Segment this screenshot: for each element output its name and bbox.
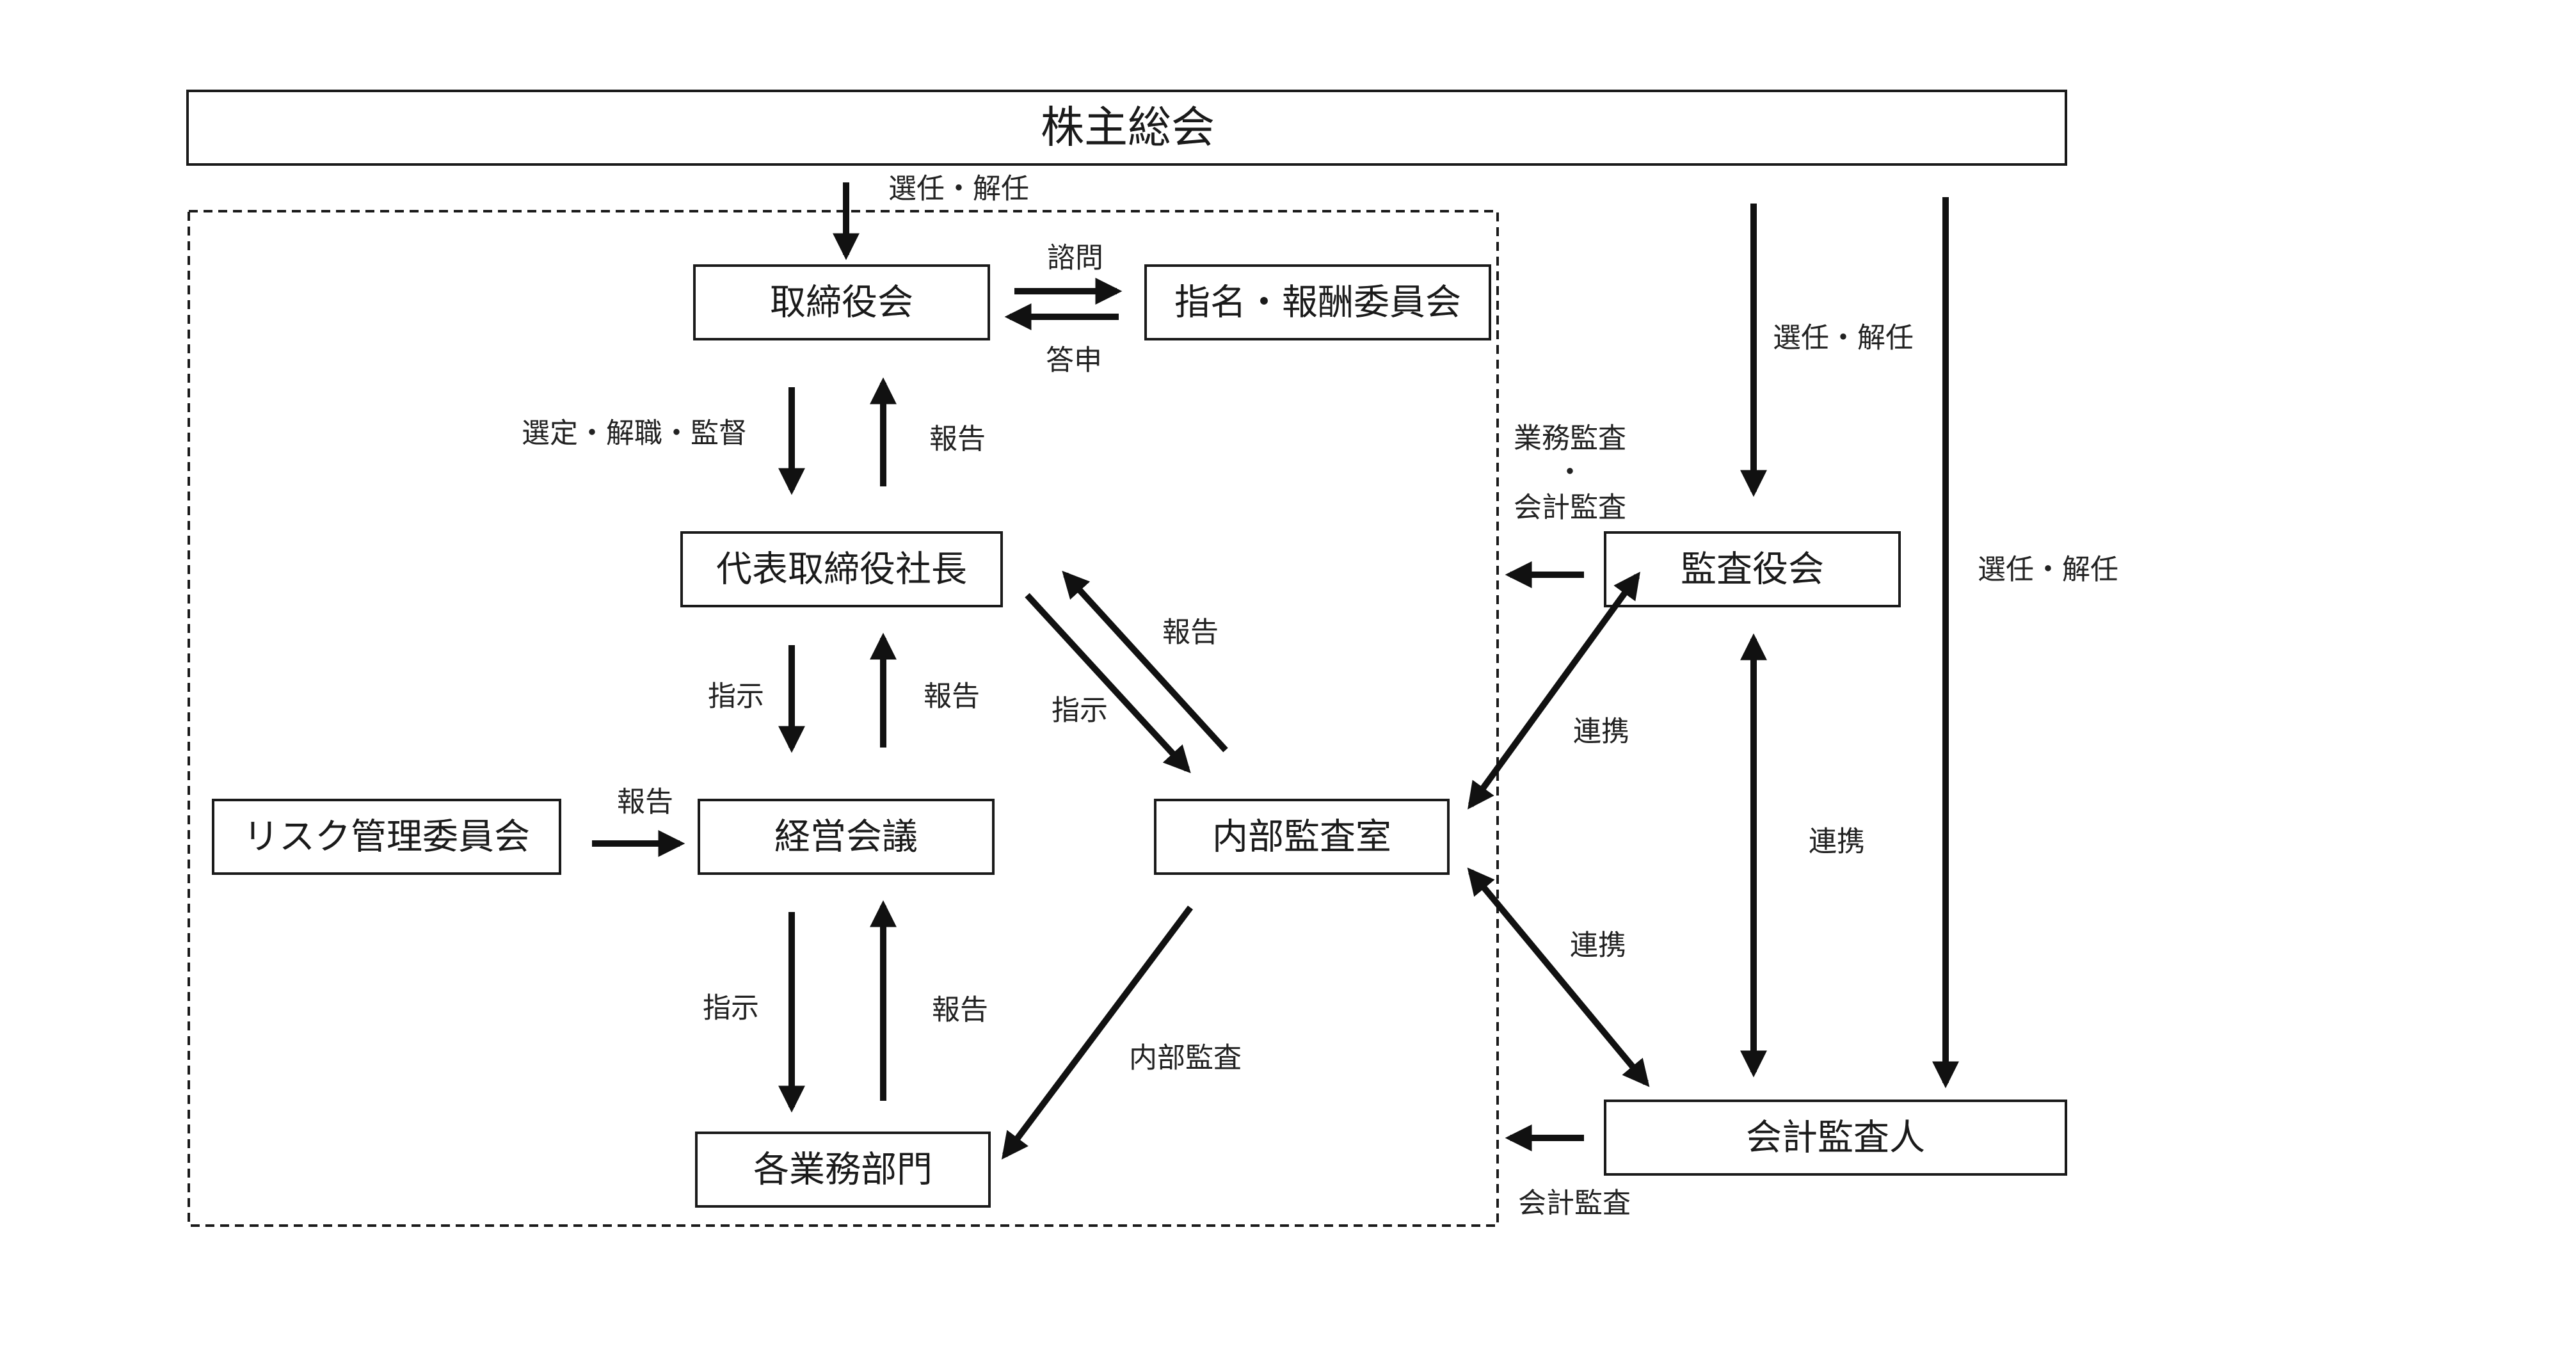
node-nomination-committee-label: 指名・報酬委員会 xyxy=(1174,282,1461,324)
node-board: 取締役会 xyxy=(693,264,990,340)
arrow-internal-audit-to-president xyxy=(1062,570,1228,753)
label-answer: 答申 xyxy=(1046,344,1102,377)
node-president: 代表取締役社長 xyxy=(680,531,1003,607)
node-risk-committee-label: リスク管理委員会 xyxy=(243,817,530,858)
node-audit-board-label: 監査役会 xyxy=(1681,549,1824,591)
node-nomination-committee: 指名・報酬委員会 xyxy=(1144,264,1491,340)
label-appoint-audit-board: 選任・解任 xyxy=(1773,322,1914,355)
node-accounting-auditor-label: 会計監査人 xyxy=(1746,1117,1925,1159)
label-report-management-president: 報告 xyxy=(924,680,980,713)
label-report-internal-audit-president: 報告 xyxy=(1162,616,1219,649)
node-shareholders: 株主総会 xyxy=(186,90,2067,166)
arrow-internal-audit-to-departments xyxy=(1001,906,1194,1160)
label-select-supervise: 選定・解職・監督 xyxy=(522,417,747,450)
label-consult: 諮問 xyxy=(1047,242,1103,275)
node-management-meeting: 経営会議 xyxy=(698,799,995,875)
label-report-risk-management: 報告 xyxy=(617,786,673,819)
node-shareholders-label: 株主総会 xyxy=(1041,103,1215,154)
label-accounting-audit-upper: 会計監査 xyxy=(1514,492,1626,524)
label-internal-audit-departments: 内部監査 xyxy=(1129,1042,1242,1075)
label-collab-internal-audit-auditor: 連携 xyxy=(1570,929,1626,962)
arrow-internal-audit-accounting-auditor-collab xyxy=(1467,867,1650,1087)
node-internal-audit: 内部監査室 xyxy=(1154,799,1450,875)
arrow-internal-audit-audit-board-collab xyxy=(1468,572,1640,810)
label-accounting-audit-lower: 会計監査 xyxy=(1518,1187,1631,1220)
node-internal-audit-label: 内部監査室 xyxy=(1212,817,1391,858)
node-management-meeting-label: 経営会議 xyxy=(774,817,918,858)
node-board-label: 取締役会 xyxy=(770,282,913,324)
label-instruct-president-management: 指示 xyxy=(708,680,764,713)
label-business-audit: 業務監査 xyxy=(1514,422,1626,455)
label-report-departments-management: 報告 xyxy=(932,994,988,1027)
label-instruct-president-internal-audit: 指示 xyxy=(1052,694,1108,727)
label-collab-internal-audit-board: 連携 xyxy=(1573,716,1629,748)
node-departments: 各業務部門 xyxy=(695,1132,991,1208)
node-accounting-auditor: 会計監査人 xyxy=(1604,1100,2067,1176)
label-business-audit-separator: ・ xyxy=(1556,456,1584,489)
label-collab-audit-board-auditor: 連携 xyxy=(1809,826,1865,858)
label-report-president-board: 報告 xyxy=(929,423,986,456)
node-audit-board: 監査役会 xyxy=(1604,531,1901,607)
label-appoint-board: 選任・解任 xyxy=(888,173,1029,205)
node-departments-label: 各業務部門 xyxy=(753,1149,932,1191)
label-appoint-accounting-auditor: 選任・解任 xyxy=(1978,554,2118,586)
label-instruct-management-departments: 指示 xyxy=(703,992,759,1025)
node-president-label: 代表取締役社長 xyxy=(716,549,967,591)
arrow-president-to-internal-audit xyxy=(1025,593,1191,774)
node-risk-committee: リスク管理委員会 xyxy=(212,799,561,875)
company-boundary-frame xyxy=(188,210,1499,1227)
